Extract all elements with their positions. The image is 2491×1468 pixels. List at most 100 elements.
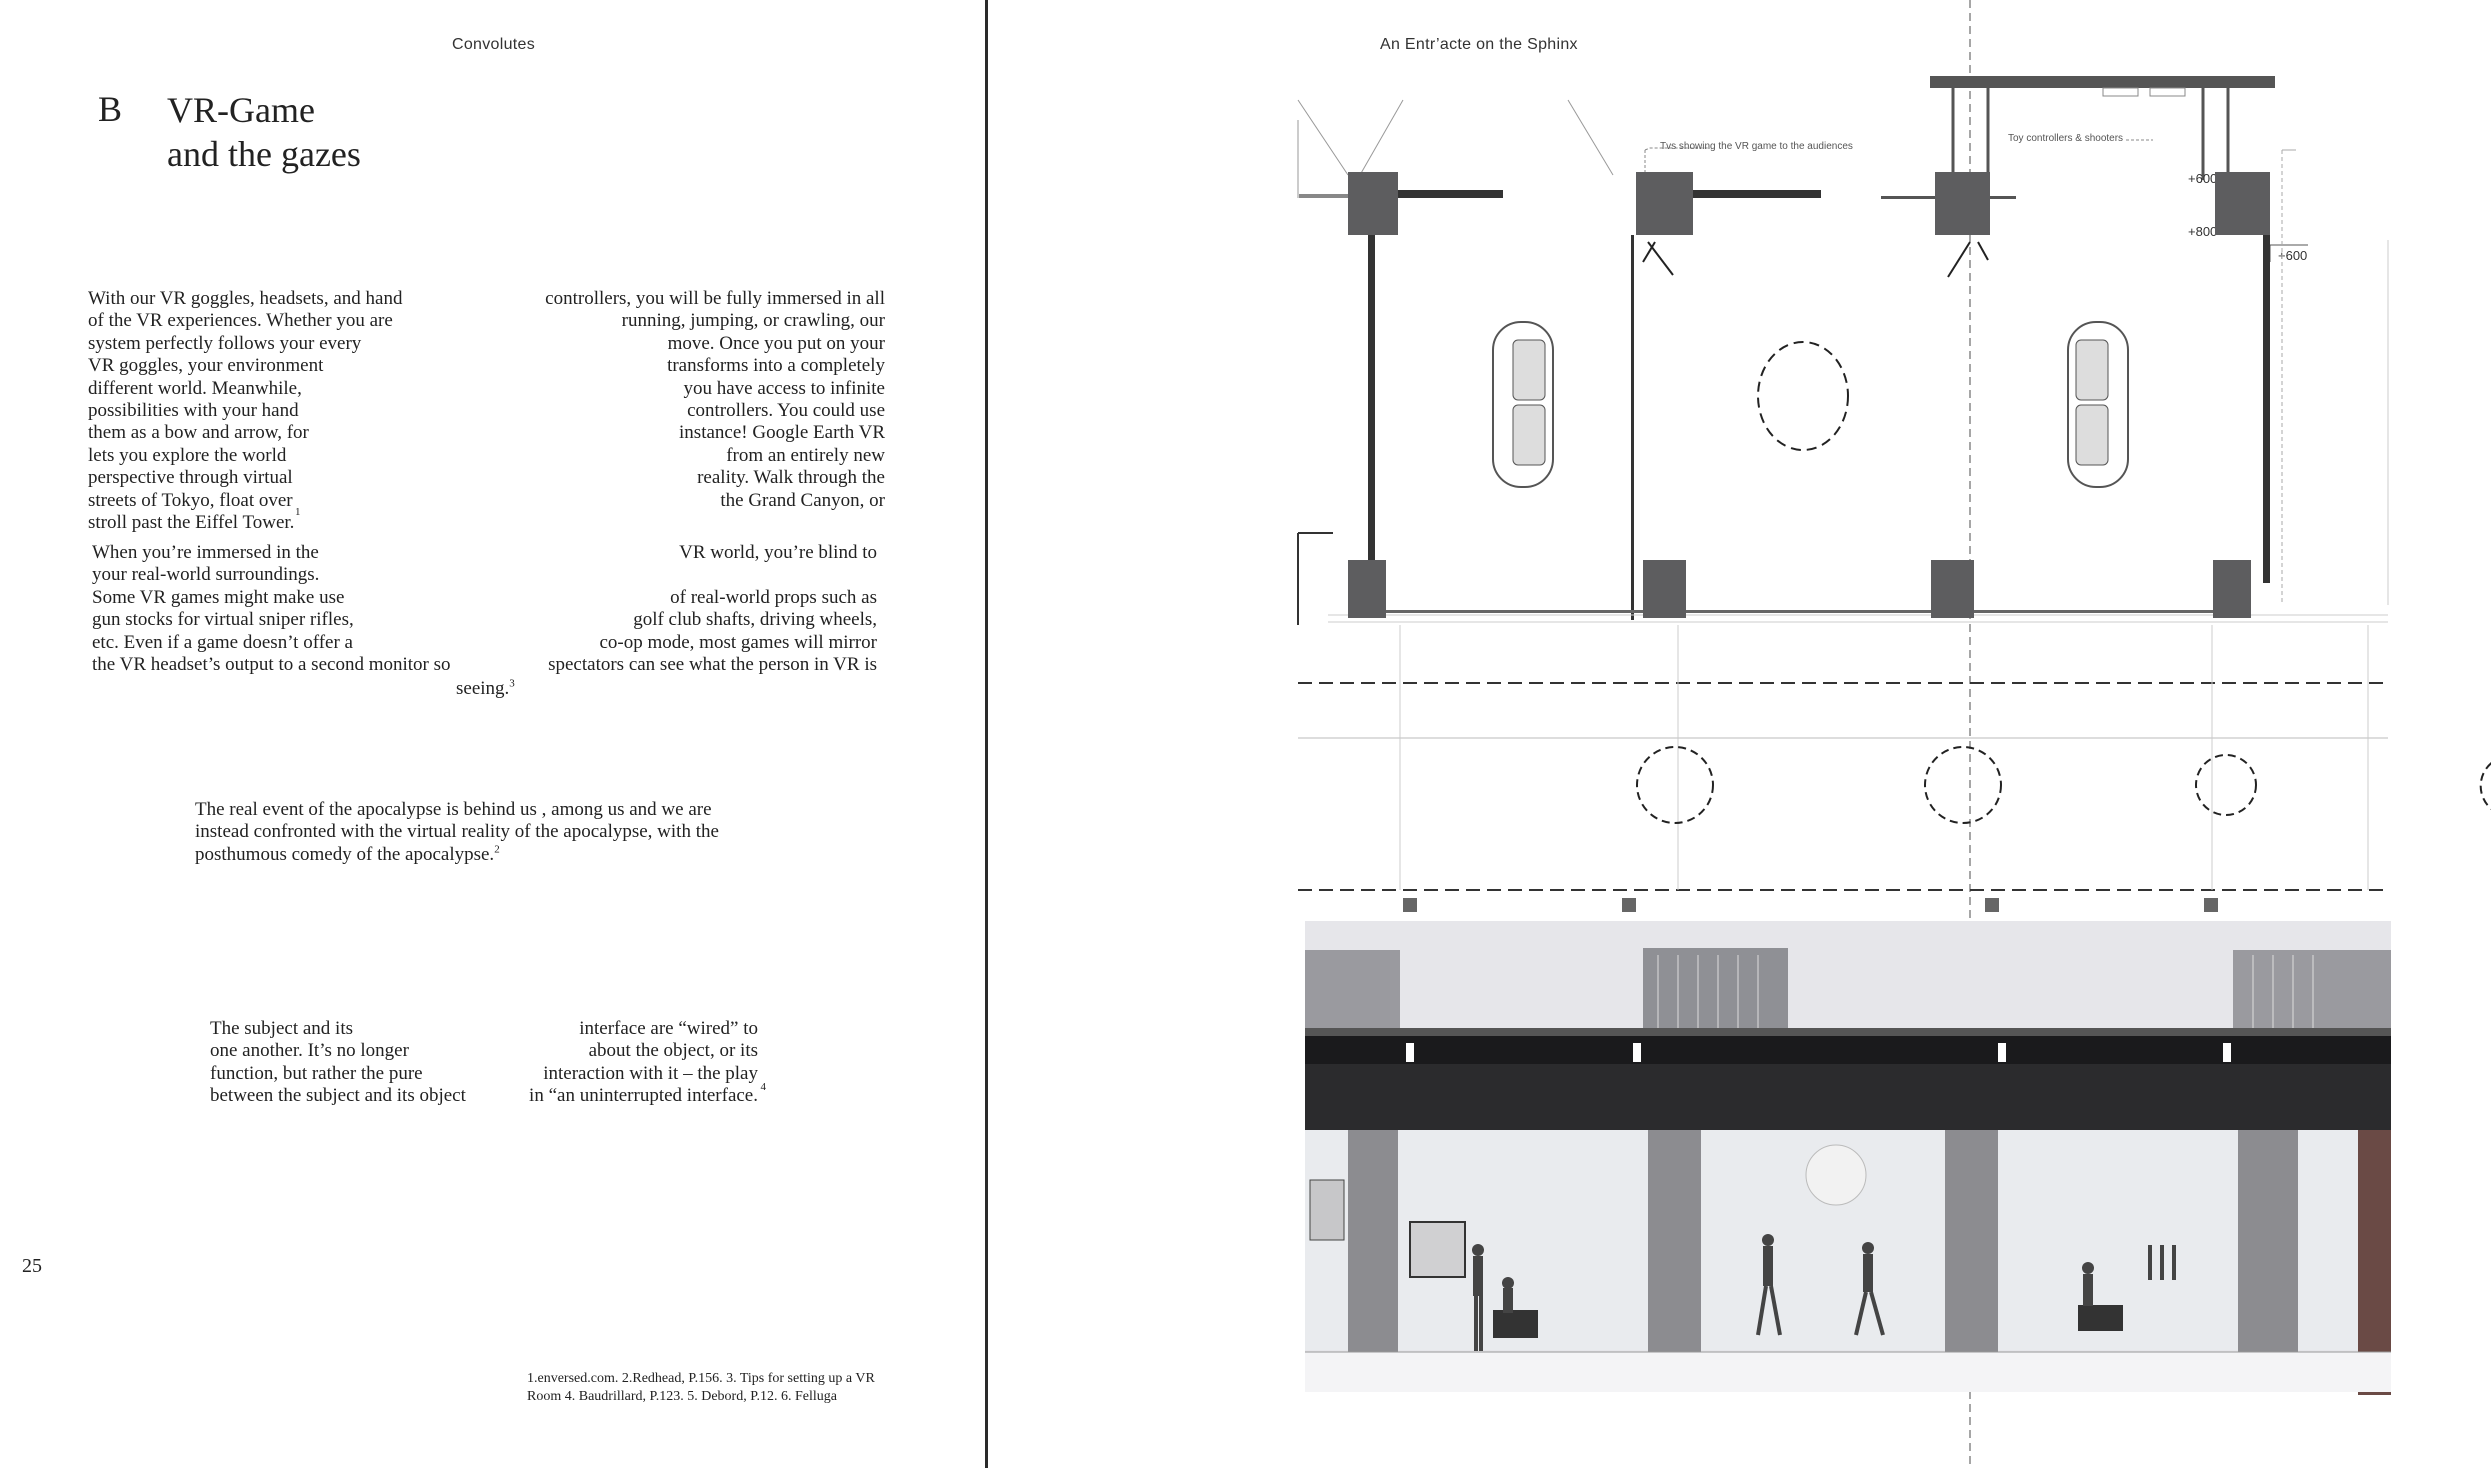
section-title: VR-Game and the gazes (167, 88, 361, 176)
text-line: different world. Meanwhile, you have acce… (88, 378, 885, 400)
footnote-line: 1.enversed.com. 2.Redhead, P.156. 3. Tip… (527, 1371, 875, 1386)
section-title-line1: VR-Game (167, 90, 315, 130)
running-header-right: An Entr’acte on the Sphinx (1380, 36, 1578, 53)
text-line-right: VR world, you’re blind to (679, 542, 877, 563)
text-line-right: from an entirely new (726, 444, 885, 466)
text-line-left: between the subject and its object (210, 1085, 466, 1107)
text-line-right: spectators can see what the person in VR… (548, 654, 877, 675)
section-title-line2: and the gazes (167, 134, 361, 174)
annotation-tvs: Tvs showing the VR game to the audiences (1660, 141, 1853, 152)
running-header-left: Convolutes (452, 36, 536, 53)
text-line-right: reality. Walk through the (697, 467, 885, 489)
quote-line-last: posthumous comedy of the apocalypse.2 (195, 844, 719, 866)
text-line: your real-world surroundings. (92, 564, 877, 586)
text-line-left: VR goggles, your environment (88, 355, 324, 377)
text-line: etc. Even if a game doesn’t offer a co-op… (92, 632, 877, 654)
text-line: With our VR goggles, headsets, and hand c… (88, 288, 885, 310)
text-line-left: the VR headset’s output to a second moni… (92, 654, 451, 675)
text-line: gun stocks for virtual sniper rifles, gol… (92, 609, 877, 631)
section-letter: B (98, 89, 123, 129)
text-line-left: one another. It’s no longer (210, 1040, 409, 1062)
text-line-right: move. Once you put on your (667, 332, 885, 354)
paragraph-2-end: seeing.3 (456, 678, 515, 700)
text-line: lets you explore the world from an entire… (88, 445, 885, 467)
paragraph-2-end-text: seeing. (456, 678, 510, 699)
paragraph-2: When you’re immersed in the VR world, you… (92, 542, 877, 682)
right-page: An Entr’acte on the Sphinx Tvs showing t… (988, 0, 2491, 1468)
text-line-left: When you’re immersed in the (92, 542, 319, 563)
text-line: streets of Tokyo, float over the Grand Ca… (88, 490, 885, 512)
paragraph-1: With our VR goggles, headsets, and hand c… (88, 288, 885, 538)
sofa-left (1492, 321, 1554, 488)
text-line-right: you have access to infinite (683, 377, 885, 399)
interior-render (1305, 921, 2391, 1395)
wall (1693, 190, 1821, 198)
text-line-right: golf club shafts, driving wheels, (633, 609, 877, 631)
play-area-circle (1757, 341, 1849, 451)
text-line: The subject and its interface are “wired”… (210, 1018, 758, 1040)
text-line: one another. It’s no longer about the obj… (210, 1040, 758, 1062)
text-line-left: system perfectly follows your every (88, 332, 362, 354)
text-line-left: of the VR experiences. Whether you are (88, 310, 393, 332)
wall (2263, 235, 2270, 583)
text-line-right: co-op mode, most games will mirror (599, 631, 877, 653)
text-line-right: controllers, you will be fully immersed … (545, 288, 885, 309)
text-line-left: etc. Even if a game doesn’t offer a (92, 631, 353, 653)
footnote-ref-2: 2 (494, 843, 500, 856)
footnotes: 1.enversed.com. 2.Redhead, P.156. 3. Tip… (527, 1370, 875, 1406)
level-mark: +800 (2188, 224, 2217, 239)
text-line-left: them as a bow and arrow, for (88, 422, 309, 444)
text-line: of the VR experiences. Whether you are ru… (88, 310, 885, 332)
text-line-left: perspective through virtual (88, 467, 293, 489)
text-line: possibilities with your hand controllers.… (88, 400, 885, 422)
text-line-right: of real-world props such as (670, 586, 877, 608)
text-line-left: With our VR goggles, headsets, and hand (88, 288, 403, 309)
text-line: When you’re immersed in the VR world, you… (92, 542, 877, 564)
quote-line: The real event of the apocalypse is behi… (195, 799, 712, 820)
text-line: Some VR games might make use of real-worl… (92, 587, 877, 609)
text-line-right: interaction with it – the play (543, 1062, 758, 1084)
text-line-right: interface are “wired” to (579, 1018, 758, 1039)
text-line-left: stroll past the Eiffel Tower. (88, 512, 295, 533)
people-silhouettes (1472, 1234, 2176, 1351)
text-line: stroll past the Eiffel Tower.1 (88, 506, 301, 534)
text-line-left: streets of Tokyo, float over (88, 489, 293, 511)
level-mark: +600 (2188, 171, 2217, 186)
left-page: Convolutes B VR-Game and the gazes With … (0, 0, 985, 1468)
text-line-right: about the object, or its (588, 1040, 758, 1062)
text-line-left: possibilities with your hand (88, 400, 299, 421)
text-line-left: The subject and its (210, 1018, 353, 1039)
floor-plan-drawing: Tvs showing the VR game to the audiences… (1297, 0, 2491, 1468)
footnote-line: Room 4. Baudrillard, P.123. 5. Debord, P… (527, 1389, 837, 1404)
top-beam (1930, 76, 2275, 88)
level-mark: +600 (2278, 248, 2307, 263)
paragraph-3: The subject and its interface are “wired”… (210, 1018, 766, 1107)
text-line: system perfectly follows your every move.… (88, 333, 885, 355)
text-line-left: gun stocks for virtual sniper rifles, (92, 609, 354, 631)
quote-line: instead confronted with the virtual real… (195, 821, 719, 843)
text-line-right: running, jumping, or crawling, our (621, 310, 885, 332)
text-line-left: different world. Meanwhile, (88, 377, 302, 399)
sofa-right (2067, 321, 2129, 488)
wall (1368, 235, 1375, 583)
text-line-right: in “an uninterrupted interface. (529, 1085, 758, 1107)
text-line: VR goggles, your environment transforms i… (88, 355, 885, 377)
text-line-left: lets you explore the world (88, 444, 287, 466)
apocalypse-quote: The real event of the apocalypse is behi… (195, 799, 719, 866)
text-line-right: controllers. You could use (687, 400, 885, 421)
wall (1363, 190, 1503, 198)
columns (1348, 172, 2270, 618)
page-number: 25 (22, 1255, 42, 1277)
quote-line-text: posthumous comedy of the apocalypse. (195, 843, 495, 865)
text-line-left: Some VR games might make use (92, 586, 345, 608)
annotation-controllers: Toy controllers & shooters (2008, 133, 2123, 144)
text-line-left: your real-world surroundings. (92, 564, 320, 586)
text-line: the VR headset’s output to a second moni… (92, 654, 877, 676)
text-line-right: the Grand Canyon, or (720, 489, 885, 511)
page-gutter (985, 0, 988, 1468)
text-line-right: transforms into a completely (667, 355, 885, 377)
text-line: perspective through virtual reality. Walk… (88, 467, 885, 489)
footnote-ref-3: 3 (509, 677, 515, 690)
